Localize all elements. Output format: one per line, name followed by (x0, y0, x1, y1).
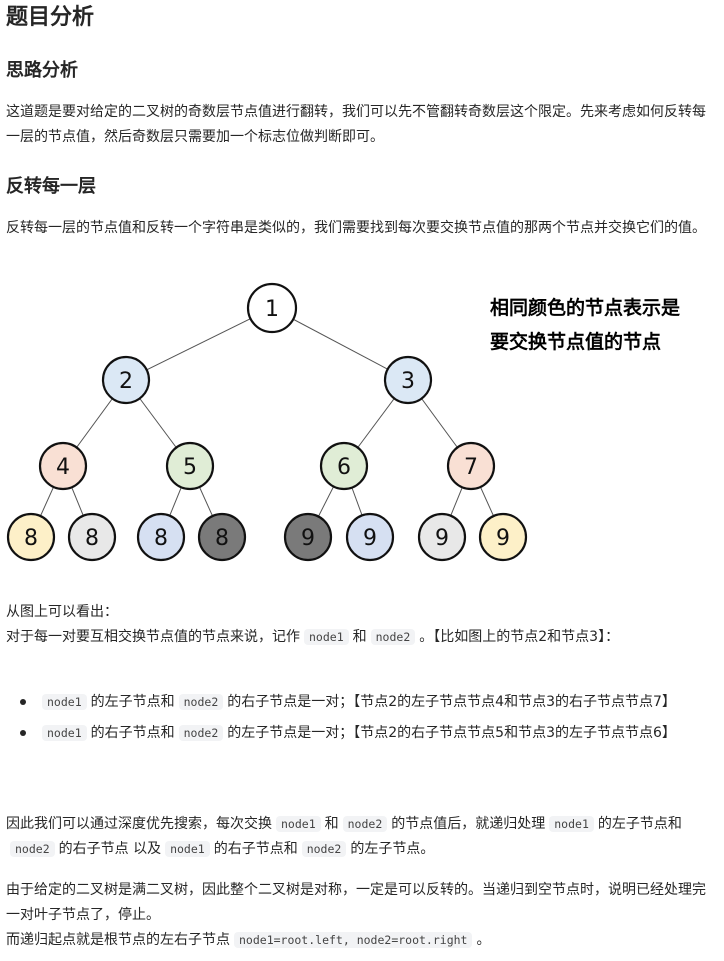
final-line2-end: 。 (476, 932, 491, 948)
tree-node-label: 9 (435, 526, 449, 551)
final-line1: 由于给定的二叉树是满二叉树，因此整个二叉树是对称，一定是可以反转的。当递归到空节… (6, 882, 706, 923)
tree-node-n1 (246, 282, 298, 334)
code-node2: node2 (342, 816, 388, 832)
code-node2: node2 (10, 841, 55, 857)
conclusion-text: 因此我们可以通过深度优先搜索，每次交换 (6, 816, 272, 832)
tree-edge (125, 307, 273, 381)
tree-node-n6 (319, 441, 369, 491)
code-node2: node2 (370, 629, 416, 645)
conclusion-text: 的右子节点 以及 (58, 841, 162, 857)
approach-paragraph: 这道题是要对给定的二叉树的奇数层节点值进行翻转，我们可以先不管翻转奇数层这个限定… (6, 104, 706, 145)
tree-node-label: 9 (496, 526, 510, 551)
section-heading-reverse-level: 反转每一层 (6, 176, 96, 197)
code-node1: node1 (304, 629, 349, 645)
tree-node-label: 7 (464, 455, 478, 480)
tree-node-label: 8 (24, 526, 38, 551)
code-node2: node2 (178, 725, 224, 741)
tree-node-n9b (345, 512, 395, 562)
tree-node-n8a (6, 512, 56, 562)
code-node1: node1 (276, 816, 321, 832)
tree-node-label: 9 (301, 526, 315, 551)
binary-tree-figure: 1 2 3 4 5 6 7 8 8 8 8 9 9 9 9 相同颜色的节点表示是 要交换节点值的节点 (6, 282, 680, 562)
bullet2-text-a: 的右子节点和 (90, 725, 175, 741)
tree-node-n7 (446, 441, 496, 491)
tree-node-n8d (197, 512, 247, 562)
tree-node-n3 (383, 355, 433, 405)
code-node2: node2 (178, 694, 224, 710)
bullet1-text-b: 的右子节点是一对；【节点2的左子节点节点4和节点3的右子节点节点7】 (227, 694, 676, 710)
code-node1: node1 (42, 694, 87, 710)
tree-node-label: 8 (85, 526, 99, 551)
tree-nodes: 1 2 3 4 5 6 7 8 8 8 8 9 9 9 9 (6, 282, 528, 562)
conclusion-text: 的节点值后，就递归处理 (391, 816, 546, 832)
tree-node-label: 9 (363, 526, 377, 551)
tree-node-label: 2 (119, 369, 133, 394)
bullet2-text-b: 的左子节点是一对；【节点2的右子节点节点5和节点3的左子节点节点6】 (227, 725, 676, 741)
conclusion-text: 和 (324, 816, 339, 832)
page-title: 题目分析 (6, 5, 95, 30)
tree-node-n5 (165, 441, 215, 491)
tree-edges (30, 307, 504, 538)
observe-line1: 从图上可以看出： (6, 604, 118, 620)
tree-node-label: 8 (215, 526, 229, 551)
tree-node-n8b (67, 512, 117, 562)
observe-text-c: 。【比如图上的节点2和节点3】： (419, 629, 620, 645)
conclusion-text: 的左子节点和 (597, 816, 682, 832)
figure-caption-line1: 相同颜色的节点表示是 (490, 296, 680, 319)
tree-node-label: 3 (401, 369, 415, 394)
observe-text-b: 和 (352, 629, 367, 645)
section-heading-approach: 思路分析 (6, 60, 78, 81)
bullet1-text-a: 的左子节点和 (90, 694, 175, 710)
tree-edge (271, 307, 409, 381)
tree-node-n4 (38, 441, 88, 491)
code-node1: node1 (165, 841, 210, 857)
code-node1: node1 (549, 816, 594, 832)
tree-node-n9a (283, 512, 333, 562)
tree-node-n2 (101, 355, 151, 405)
final-paragraph: 由于给定的二叉树是满二叉树，因此整个二叉树是对称，一定是可以反转的。当递归到空节… (6, 878, 706, 953)
tree-node-label: 6 (337, 455, 351, 480)
code-recursion-start: node1=root.left, node2=root.right (234, 932, 473, 948)
reverse-level-paragraph: 反转每一层的节点值和反转一个字符串是类似的，我们需要找到每次要交换节点值的那两个… (6, 220, 706, 236)
figure-caption-line2: 要交换节点值的节点 (490, 330, 661, 353)
conclusion-text: 的左子节点。 (350, 841, 435, 857)
observe-text-a: 对于每一对要互相交换节点值的节点来说，记作 (6, 629, 300, 645)
tree-node-label: 1 (265, 297, 279, 322)
tree-node-n8c (136, 512, 186, 562)
tree-node-label: 8 (154, 526, 168, 551)
tree-node-n9d (478, 512, 528, 562)
final-line2-text: 而递归起点就是根节点的左右子节点 (6, 932, 230, 948)
tree-node-label: 4 (56, 455, 70, 480)
code-node1: node1 (42, 725, 87, 741)
tree-node-label: 5 (183, 455, 197, 480)
tree-node-n9c (417, 512, 467, 562)
code-node2: node2 (301, 841, 347, 857)
conclusion-text: 的右子节点和 (213, 841, 298, 857)
